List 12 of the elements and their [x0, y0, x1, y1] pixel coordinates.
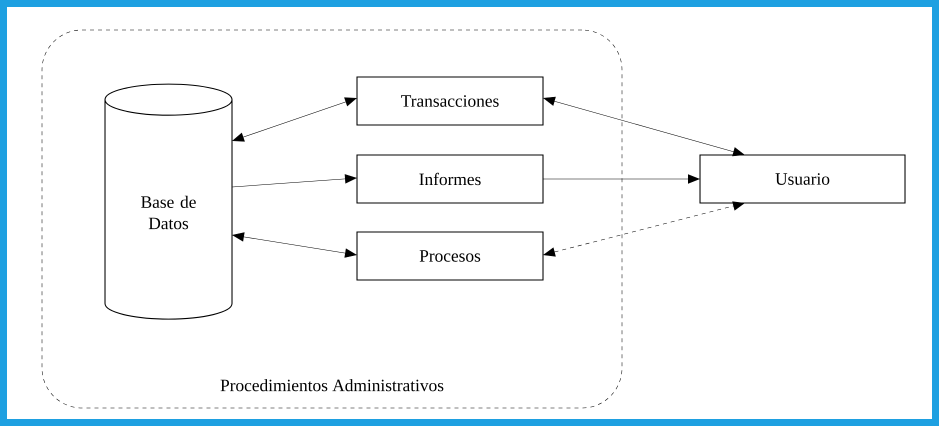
process-box: Usuario	[699, 154, 906, 204]
arrow	[232, 97, 357, 142]
process-box: Procesos	[356, 231, 544, 281]
arrow	[543, 201, 745, 257]
arrow	[542, 174, 700, 184]
process-box: Transacciones	[356, 76, 544, 126]
arrow	[232, 232, 357, 258]
region-label: Procedimientos Administrativos	[220, 379, 444, 392]
process-box: Informes	[356, 154, 544, 204]
database-cylinder: Base de Datos	[104, 84, 233, 320]
arrow	[232, 174, 357, 188]
arrow	[543, 96, 745, 156]
